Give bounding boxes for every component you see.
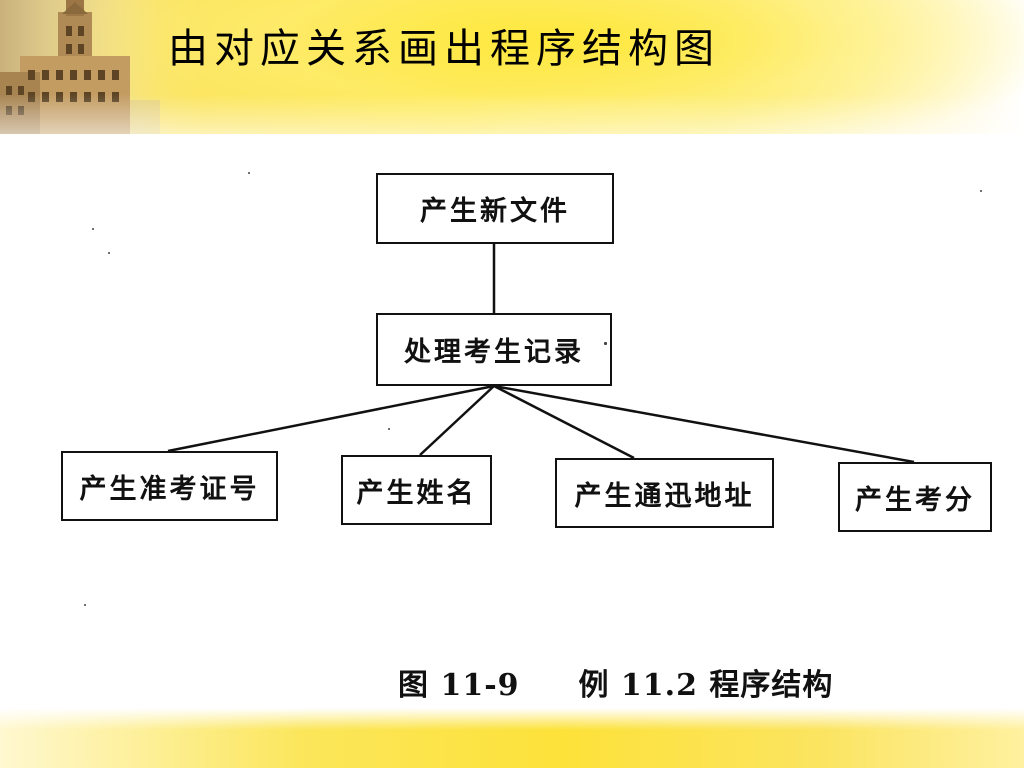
- figure-caption: 图 11-9 例 11.2 程序结构: [398, 660, 833, 704]
- connector-middle-child-3: [493, 384, 635, 460]
- child-box-label-2: 产生姓名: [356, 477, 477, 509]
- connector-middle-child-2: [419, 385, 495, 456]
- scan-speck: [388, 428, 390, 430]
- scan-speck: [108, 252, 110, 254]
- child-box-2: 产生姓名: [341, 455, 492, 525]
- top-banner: 由对应关系画出程序结构图: [0, 0, 1024, 134]
- connector-middle-child-1: [167, 384, 495, 453]
- scan-speck: [248, 172, 250, 174]
- scan-speck: [84, 604, 86, 606]
- scan-speck: [980, 190, 982, 192]
- bottom-band: [0, 708, 1024, 768]
- middle-box-label: 处理考生记录: [404, 337, 584, 368]
- root-box: 产生新文件: [376, 173, 614, 244]
- child-box-label-4: 产生考分: [855, 484, 975, 516]
- scan-speck: [92, 228, 94, 230]
- child-box-3: 产生通迅地址: [555, 458, 774, 528]
- connector-middle-child-4: [493, 384, 915, 464]
- figure-text: 例 11.2 程序结构: [578, 668, 834, 703]
- slide-title: 由对应关系画出程序结构图: [168, 26, 720, 72]
- child-box-label-3: 产生通迅地址: [574, 480, 755, 512]
- root-box-label: 产生新文件: [420, 196, 570, 227]
- figure-label: 图 11-9: [398, 668, 520, 703]
- child-box-4: 产生考分: [838, 462, 992, 532]
- child-box-1: 产生准考证号: [61, 451, 278, 521]
- scan-speck: [604, 342, 607, 345]
- middle-box: 处理考生记录: [376, 313, 612, 386]
- child-box-label-1: 产生准考证号: [79, 473, 260, 505]
